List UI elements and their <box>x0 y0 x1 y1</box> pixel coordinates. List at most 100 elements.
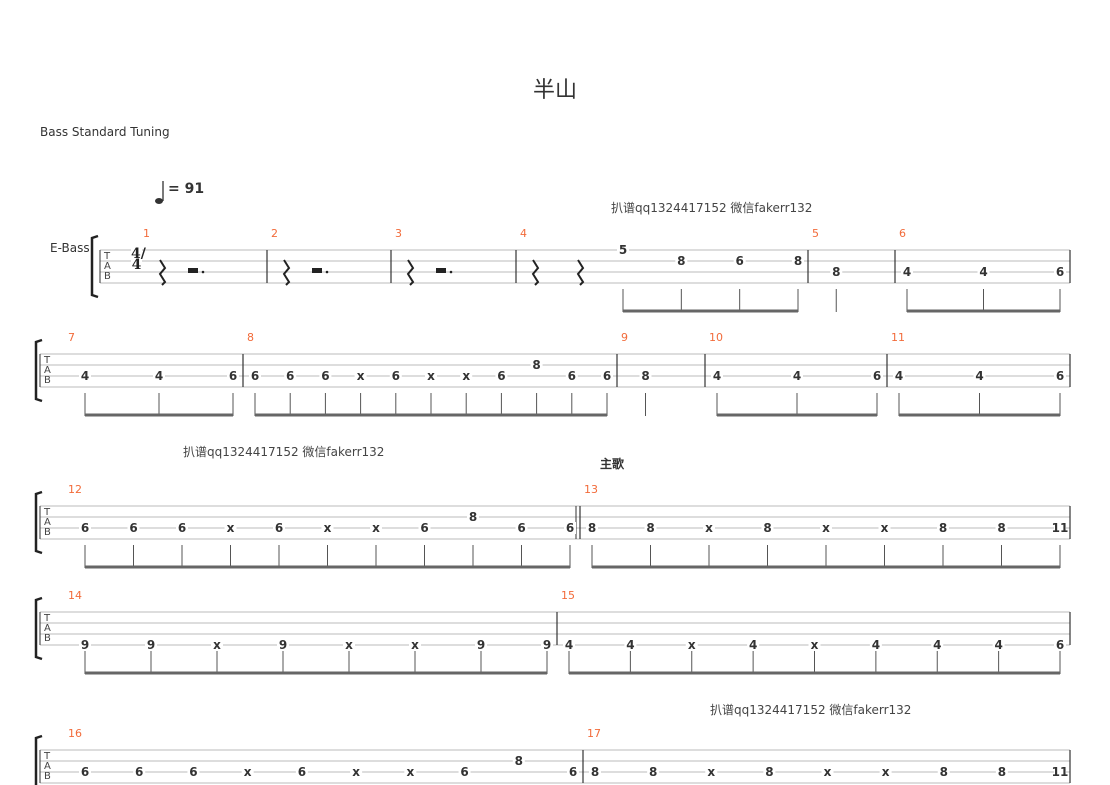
fret-number: 6 <box>568 369 576 383</box>
fret-number: 6 <box>298 765 306 779</box>
quarter-rest-icon <box>406 259 415 286</box>
note-bg <box>176 522 188 534</box>
dead-note: x <box>352 765 360 779</box>
measure-number: 13 <box>584 483 598 496</box>
fret-number: 8 <box>469 510 477 524</box>
fret-number: 6 <box>286 369 294 383</box>
fret-number: 4 <box>749 638 757 652</box>
note-bg <box>931 639 944 651</box>
note-bg <box>475 639 487 651</box>
tab-clef: T <box>103 251 111 262</box>
note-bg <box>761 522 774 534</box>
note-bg <box>495 370 508 382</box>
note-bg <box>343 639 355 651</box>
note-bg <box>869 639 882 651</box>
note-bg <box>1054 266 1066 278</box>
note-bg <box>937 766 950 778</box>
note-bg <box>211 639 223 651</box>
note-bg <box>273 522 285 534</box>
fret-number: 8 <box>763 521 771 535</box>
fret-number: 6 <box>129 521 137 535</box>
fret-number: 8 <box>515 754 523 768</box>
measure-number: 10 <box>709 331 723 344</box>
note-bg <box>389 370 402 382</box>
note-bg <box>467 511 479 523</box>
fret-number: 8 <box>532 358 540 372</box>
fret-number: 4 <box>713 369 721 383</box>
dead-note: x <box>811 638 819 652</box>
tab-clef: B <box>44 527 51 538</box>
fret-number: 6 <box>603 369 611 383</box>
system-bracket <box>34 338 43 403</box>
dead-note: x <box>462 369 470 383</box>
note-bg <box>973 370 986 382</box>
note-bg <box>354 370 367 382</box>
half-rest-icon <box>436 268 446 273</box>
fret-number: 9 <box>543 638 551 652</box>
tab-clef: T <box>43 355 51 366</box>
fret-number: 8 <box>591 765 599 779</box>
note-bg <box>563 639 575 651</box>
measure-number: 9 <box>621 331 628 344</box>
note-bg <box>747 639 760 651</box>
dead-note: x <box>244 765 252 779</box>
section-label: 主歌 <box>600 456 625 471</box>
watermark: 扒谱qq1324417152 微信fakerr132 <box>710 703 911 717</box>
note-bg <box>586 522 598 534</box>
note-bg <box>409 639 421 651</box>
note-bg <box>1054 639 1066 651</box>
tab-clef: T <box>43 613 51 624</box>
note-bg <box>227 370 239 382</box>
note-bg <box>878 522 891 534</box>
watermark: 扒谱qq1324417152 微信fakerr132 <box>611 201 812 215</box>
dead-note: x <box>357 369 365 383</box>
note-bg <box>79 766 91 778</box>
fret-number: 4 <box>975 369 983 383</box>
fret-number: 6 <box>275 521 283 535</box>
fret-number: 6 <box>229 369 237 383</box>
note-bg <box>647 766 660 778</box>
measure-number: 14 <box>68 589 82 602</box>
fret-number: 6 <box>566 521 574 535</box>
quarter-rest-icon <box>158 259 167 286</box>
note-bg <box>241 766 254 778</box>
fret-number: 6 <box>1056 265 1064 279</box>
note-bg <box>284 370 297 382</box>
dead-note: x <box>427 369 435 383</box>
note-bg <box>565 370 578 382</box>
fret-number: 9 <box>147 638 155 652</box>
fret-number: 4 <box>155 369 163 383</box>
dead-note: x <box>345 638 353 652</box>
measure-number: 17 <box>587 727 601 740</box>
measure-number: 8 <box>247 331 254 344</box>
dot <box>201 270 205 274</box>
fret-number: 8 <box>998 765 1006 779</box>
note-bg <box>425 370 437 382</box>
fret-number: 8 <box>794 254 802 268</box>
note-bg <box>458 766 471 778</box>
system-bracket <box>90 234 99 299</box>
tab-clef: A <box>44 623 51 634</box>
fret-number: 6 <box>178 521 186 535</box>
dot <box>449 270 453 274</box>
fret-number: 6 <box>81 521 89 535</box>
fret-number: 8 <box>832 265 840 279</box>
tab-clef: A <box>104 261 111 272</box>
note-bg <box>617 244 629 256</box>
fret-number: 6 <box>735 254 743 268</box>
watermark: 扒谱qq1324417152 微信fakerr132 <box>183 445 384 459</box>
half-rest-icon <box>312 268 322 273</box>
tab-clef: B <box>44 633 51 644</box>
dot <box>325 270 329 274</box>
fret-number: 8 <box>940 765 948 779</box>
fret-number: 8 <box>641 369 649 383</box>
fret-number: 9 <box>279 638 287 652</box>
note-bg <box>792 255 804 267</box>
note-bg <box>879 766 892 778</box>
note-bg <box>187 766 200 778</box>
note-bg <box>145 639 157 651</box>
fret-number: 4 <box>994 638 1002 652</box>
fret-number: 8 <box>646 521 654 535</box>
note-bg <box>589 766 601 778</box>
